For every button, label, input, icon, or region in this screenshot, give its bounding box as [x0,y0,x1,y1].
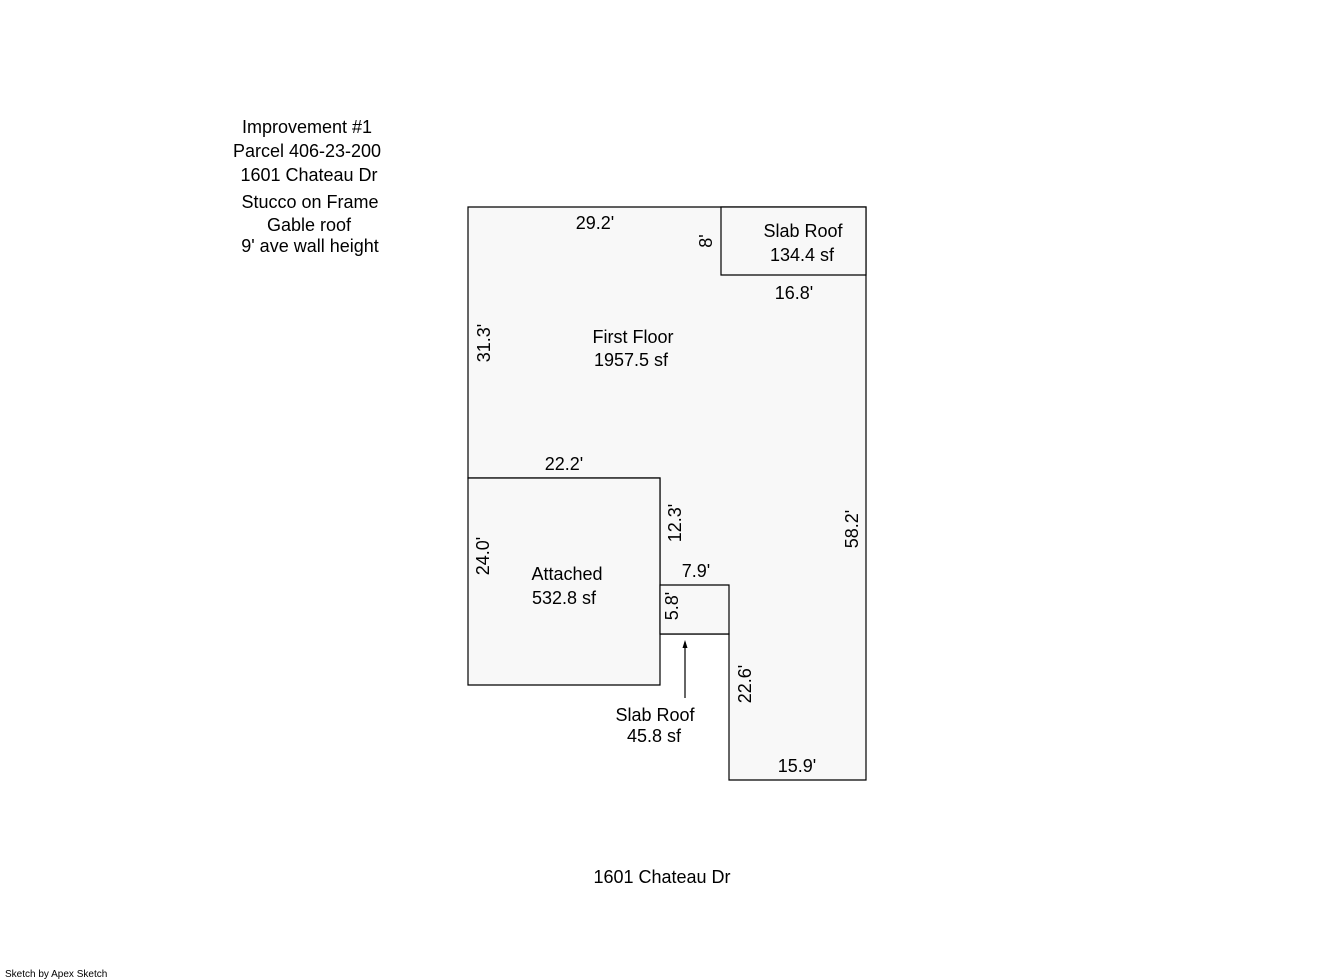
dim-slab-width: 16.8' [775,283,813,303]
sketch-credit: Sketch by Apex Sketch [5,969,107,980]
attached-label: Attached [531,564,602,584]
info-parcel: Parcel 406-23-200 [233,141,381,161]
dim-slab-side: 8' [696,234,716,247]
info-improvement: Improvement #1 [242,117,372,137]
slab-roof-pointer-arrow [682,640,688,698]
dim-left-upper: 31.3' [474,324,494,362]
dim-small-height: 5.8' [662,592,682,620]
slab-roof-top-label: Slab Roof [763,221,843,241]
slab-roof-small-size: 45.8 sf [627,726,682,746]
info-roof: Gable roof [267,215,352,235]
improvement-info: Improvement #1 Parcel 406-23-200 1601 Ch… [233,117,381,256]
dim-inner-vertical: 12.3' [665,504,685,542]
dim-right-side: 58.2' [842,510,862,548]
address-caption: 1601 Chateau Dr [593,867,730,887]
dim-lower-vertical: 22.6' [735,665,755,703]
attached-size: 532.8 sf [532,588,597,608]
slab-roof-top-size: 134.4 sf [770,245,835,265]
info-construction: Stucco on Frame [241,192,378,212]
attached-area [467,477,661,686]
first-floor-label: First Floor [593,327,674,347]
dim-small-width: 7.9' [682,561,710,581]
slab-roof-small-label: Slab Roof [615,705,695,725]
info-wall-height: 9' ave wall height [241,236,379,256]
info-address: 1601 Chateau Dr [240,165,377,185]
slab-roof-small-area [659,584,730,635]
first-floor-size: 1957.5 sf [594,350,669,370]
slab-roof-top-area [720,206,867,276]
dim-bottom-width: 15.9' [778,756,816,776]
dim-top-width: 29.2' [576,213,614,233]
dim-attached-side: 24.0' [473,537,493,575]
dim-attached-top: 22.2' [545,454,583,474]
